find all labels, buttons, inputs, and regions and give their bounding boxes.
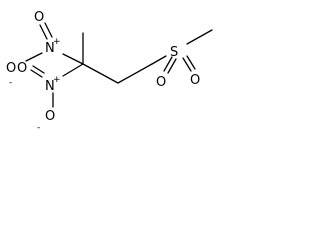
lower-nitro-group (30, 63, 84, 108)
atom-o-sulfonyl-right: O (190, 73, 200, 88)
double-bond-s-o-left-a (163, 56, 173, 72)
sulfonyl-group (163, 55, 196, 74)
double-bond-n-o-lower-b (32, 65, 45, 74)
double-bond-n-o-upper-b (44, 22, 53, 38)
charge-minus-upper: - (9, 78, 12, 88)
atom-o-double-upper: O (34, 10, 44, 25)
carbon-skeleton (82, 29, 213, 84)
bond-carbon-n-lower (62, 63, 84, 77)
double-bond-s-o-left-b (167, 58, 177, 74)
atom-o-minus-lower: O (45, 109, 55, 124)
atom-o-minus-upper: O (6, 61, 16, 76)
double-bond-n-o-lower-a (30, 69, 43, 78)
atom-labels: O - N + O N + O O - S O O (6, 10, 200, 133)
double-bond-s-o-right-a (182, 57, 192, 72)
bond-carbon-n-upper (62, 53, 84, 65)
atom-sulfur: S (170, 45, 178, 60)
structure-diagram: O - N + O N + O O - S O O (6, 10, 213, 133)
atom-o-double-lower: O (17, 61, 27, 76)
atom-o-sulfonyl-left: O (156, 75, 166, 90)
atom-n-upper: N (45, 41, 55, 56)
bond-ch2-ch2 (117, 63, 153, 84)
double-bond-n-o-upper-a (39, 24, 48, 40)
bond-ch2-sulfur (151, 55, 167, 65)
charge-plus-upper: + (53, 37, 61, 47)
bond-n-o-minus-upper (25, 52, 43, 62)
bond-quaternary-carbon-ch2 (82, 63, 119, 84)
upper-nitro-group (25, 22, 84, 65)
charge-minus-lower: - (37, 123, 40, 133)
bond-sulfur-methyl (186, 29, 213, 45)
atom-n-lower: N (45, 79, 55, 94)
double-bond-s-o-right-b (186, 55, 196, 70)
charge-plus-lower: + (53, 75, 61, 85)
